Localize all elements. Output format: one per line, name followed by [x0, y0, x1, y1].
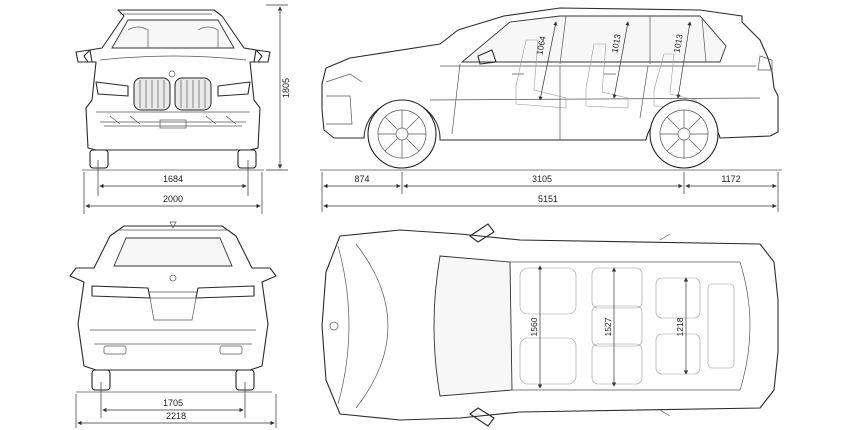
- front-track-label: 1684: [163, 174, 183, 184]
- top-view: [321, 223, 779, 427]
- dimension-headroom-row1: 1064: [534, 21, 558, 101]
- rear-wheel: [649, 99, 719, 169]
- dimension-front-width: 2000: [83, 172, 263, 214]
- dimension-headroom-row3: 1013: [671, 21, 692, 99]
- dimension-side-chain: 874 3105 1172: [321, 172, 779, 212]
- front-overhang-label: 874: [354, 174, 369, 184]
- kidney-grille: [133, 77, 212, 111]
- shoulder-row1-label: 1560: [529, 317, 539, 336]
- headroom-row2-label: 1013: [609, 33, 622, 54]
- dimension-shoulder-row3: 1218: [675, 277, 689, 375]
- rear-logo-icon: [169, 274, 177, 282]
- shoulder-row2-label: 1527: [603, 317, 613, 336]
- dimension-rear-width: 2218: [75, 394, 277, 428]
- dimension-shoulder-row2: 1527: [603, 267, 617, 387]
- dimension-length: 5151: [323, 194, 777, 209]
- front-wheel: [367, 99, 437, 169]
- dimension-front-height: 1805: [266, 4, 291, 171]
- top-seats: [519, 267, 735, 385]
- wheelbase-label: 3105: [532, 174, 552, 184]
- rear-track-label: 1705: [163, 398, 183, 408]
- logo-icon: [168, 70, 176, 78]
- headroom-row3-label: 1013: [671, 33, 684, 54]
- rear-overhang-label: 1172: [721, 174, 740, 184]
- headroom-row1-label: 1064: [534, 35, 547, 56]
- height-label: 1805: [281, 78, 291, 98]
- rear-width-label: 2218: [166, 411, 186, 421]
- dimension-shoulder-row1: 1560: [529, 265, 543, 389]
- shoulder-row3-label: 1218: [675, 317, 685, 336]
- rear-view: [69, 221, 277, 393]
- front-width-label: 2000: [163, 194, 183, 204]
- dimension-rear-track: 1705: [100, 382, 246, 418]
- length-label: 5151: [538, 194, 558, 204]
- dimension-front-track: 1684: [97, 160, 249, 196]
- front-view: [75, 9, 271, 171]
- side-view: [320, 7, 782, 171]
- top-logo-icon: [329, 321, 339, 331]
- dimension-headroom-row2: 1013: [609, 21, 630, 99]
